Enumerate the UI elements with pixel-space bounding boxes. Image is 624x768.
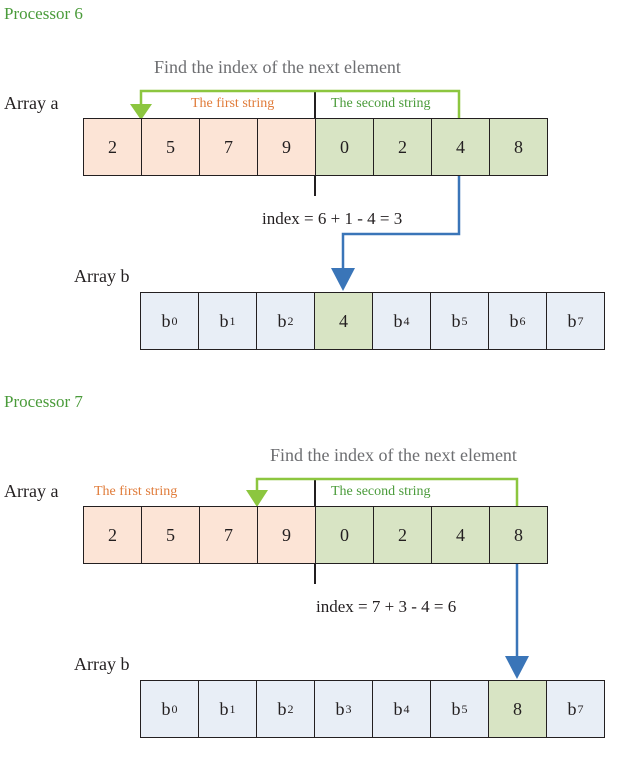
cell-base: b <box>567 698 577 719</box>
cell-base: b <box>451 698 461 719</box>
panel-title: Processor 7 <box>4 392 83 411</box>
cell-subscript: 7 <box>577 313 584 328</box>
blue-arrowhead <box>331 268 355 291</box>
cell-subscript: 0 <box>171 701 178 716</box>
cell-base: b <box>335 698 345 719</box>
cell-base: b <box>219 698 229 719</box>
second-string-label: The second string <box>331 96 431 111</box>
array-b-label: Array b <box>74 654 130 674</box>
cell-base: b <box>451 310 461 331</box>
blue-arrowhead <box>505 656 529 679</box>
cell-subscript: 6 <box>519 313 526 328</box>
cell-base: b <box>393 698 403 719</box>
array-b-placed-cell: 8 <box>488 680 547 738</box>
array-a-cell: 2 <box>373 118 432 176</box>
index-formula: index = 6 + 1 - 4 = 3 <box>262 209 403 228</box>
cell-base: b <box>219 310 229 331</box>
cell-subscript: 4 <box>403 313 410 328</box>
cell-subscript: 0 <box>171 313 178 328</box>
caption: Find the index of the next element <box>270 445 517 465</box>
array-a-cell: 2 <box>83 118 142 176</box>
first-string-label: The first string <box>191 96 275 111</box>
second-string-label: The second string <box>331 484 431 499</box>
array-a-cell: 4 <box>431 118 490 176</box>
cell-base: 4 <box>339 310 348 331</box>
array-a-cell: 8 <box>489 506 548 564</box>
array-a-cell: 5 <box>141 506 200 564</box>
green-search-arrow <box>139 89 461 118</box>
green-search-arrow <box>255 477 519 506</box>
array-a-cell: 5 <box>141 118 200 176</box>
array-a-cell: 7 <box>199 506 258 564</box>
cell-subscript: 7 <box>577 701 584 716</box>
cell-base: b <box>277 698 287 719</box>
caption: Find the index of the next element <box>154 57 401 77</box>
array-a-cell: 9 <box>257 506 316 564</box>
processor-6-arrows <box>130 89 461 291</box>
cell-base: b <box>161 310 171 331</box>
cell-base: b <box>567 310 577 331</box>
array-a-label: Array a <box>4 93 59 113</box>
array-a: 2 5 7 9 0 2 4 8 <box>83 118 548 176</box>
array-a-cell: 0 <box>315 506 374 564</box>
cell-base: b <box>277 310 287 331</box>
array-a-cell: 0 <box>315 118 374 176</box>
array-a-cell: 2 <box>373 506 432 564</box>
cell-base: b <box>161 698 171 719</box>
green-arrowhead <box>246 490 268 507</box>
cell-base: b <box>509 310 519 331</box>
cell-subscript: 3 <box>345 701 352 716</box>
processor-6-panel: Processor 6 Find the index of the next e… <box>0 0 624 380</box>
panel-title: Processor 6 <box>4 4 83 23</box>
array-a-label: Array a <box>4 481 59 501</box>
processor-7-panel: Processor 7 Find the index of the next e… <box>0 388 624 754</box>
first-string-label: The first string <box>94 484 178 499</box>
array-a-cell: 8 <box>489 118 548 176</box>
cell-subscript: 4 <box>403 701 410 716</box>
blue-placement-arrow <box>341 176 461 270</box>
cell-subscript: 2 <box>287 701 294 716</box>
array-a: 2 5 7 9 0 2 4 8 <box>83 506 548 564</box>
cell-subscript: 5 <box>461 701 468 716</box>
array-a-cell: 7 <box>199 118 258 176</box>
cell-base: b <box>393 310 403 331</box>
array-a-cell: 4 <box>431 506 490 564</box>
array-a-cell: 2 <box>83 506 142 564</box>
index-formula: index = 7 + 3 - 4 = 6 <box>316 597 457 616</box>
array-b-placed-cell: 4 <box>314 292 373 350</box>
cell-subscript: 1 <box>229 313 236 328</box>
cell-base: 8 <box>513 698 522 719</box>
array-a-cell: 9 <box>257 118 316 176</box>
green-arrowhead <box>130 104 152 120</box>
array-b-label: Array b <box>74 266 130 286</box>
cell-subscript: 2 <box>287 313 294 328</box>
cell-subscript: 1 <box>229 701 236 716</box>
cell-subscript: 5 <box>461 313 468 328</box>
